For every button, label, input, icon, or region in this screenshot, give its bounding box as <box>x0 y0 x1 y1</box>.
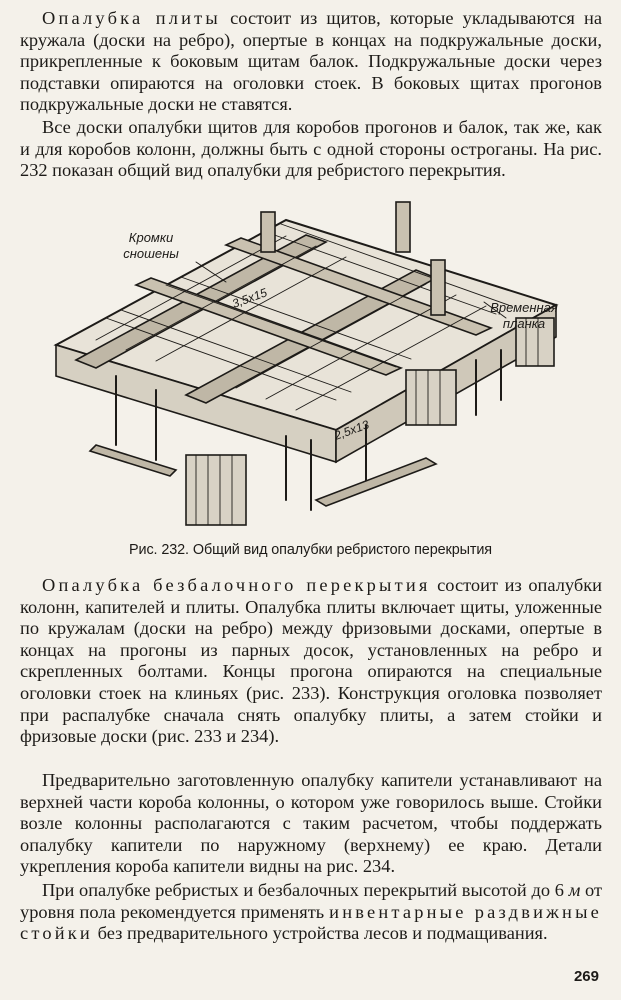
formwork-illustration: Кромки сношены Временная планка 3,5x15 2… <box>53 201 559 526</box>
paragraph-capital: Предварительно заготовленную опалубку ка… <box>20 770 602 877</box>
page-number: 269 <box>573 968 599 985</box>
paragraph-props: При опалубке ребристых и безбалочных пер… <box>20 880 603 944</box>
term-beamless-formwork: Опалубка безбалочного перекрытия <box>42 575 431 595</box>
term-telescopic-props: инвентарные раздвижные стойки <box>20 901 603 944</box>
figure-232: Кромки сношены Временная планка 3,5x15 2… <box>36 200 596 540</box>
paragraph-text: состоит из опалубки колонн, капителей и … <box>20 575 602 747</box>
label-plank-line2: планка <box>503 316 545 331</box>
unit-meter: м <box>568 880 581 900</box>
paragraph-text: состоит из щитов, которые укладываются н… <box>20 8 602 115</box>
paragraph-slab-formwork: Опалубка плиты состоит из щитов, которые… <box>20 8 602 116</box>
term-slab-formwork: Опалубка плиты <box>42 8 221 28</box>
figure-caption: Рис. 232. Общий вид опалубки ребристого … <box>129 542 492 558</box>
label-plank-line1: Временная <box>490 300 558 315</box>
label-edges-line1: Кромки <box>129 230 173 245</box>
label-edges-line2: сношены <box>123 246 179 261</box>
paragraph-planing: Все доски опалубки щитов для коробов про… <box>20 117 602 181</box>
paragraph-beamless-formwork: Опалубка безбалочного перекрытия состоит… <box>20 575 602 748</box>
